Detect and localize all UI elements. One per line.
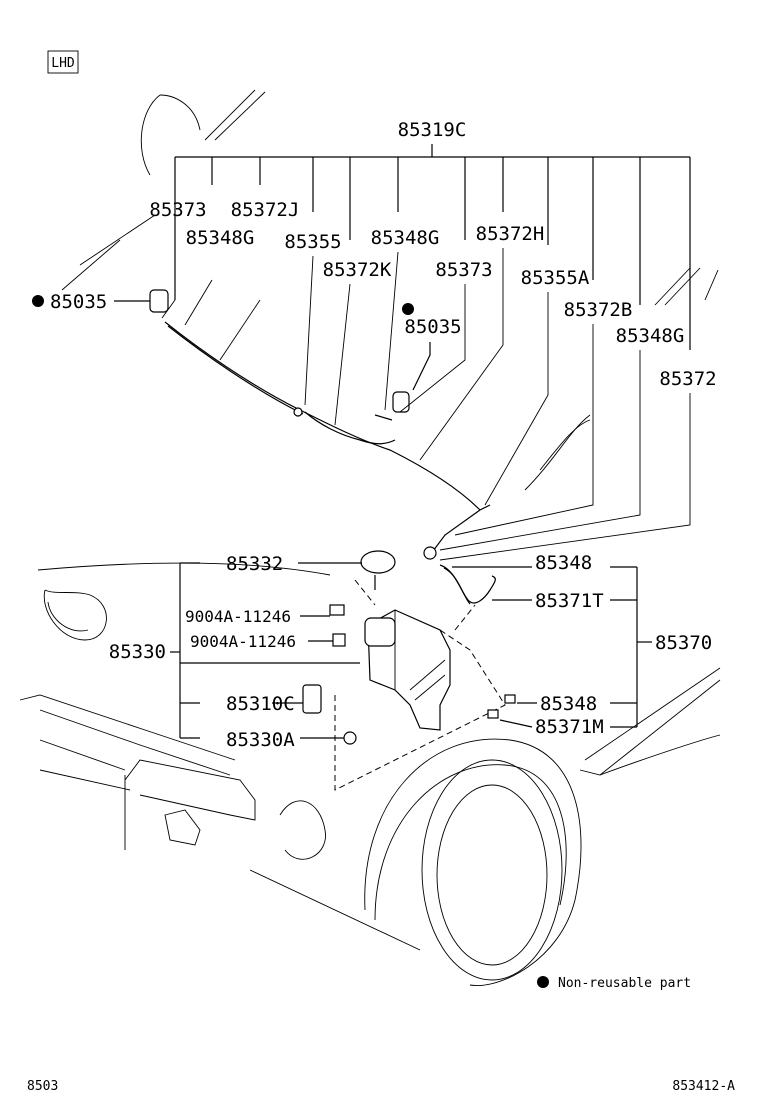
label-85355: 85355 [284, 231, 341, 253]
vehicle-outline [19, 89, 721, 986]
label-85319C: 85319C [398, 119, 467, 141]
leader-85371M [499, 719, 533, 728]
hose-connector [423, 546, 437, 560]
label-85348-a: 85348 [535, 552, 592, 574]
footer-code-right: 853412-A [672, 1079, 735, 1094]
non-reusable-marker [402, 303, 414, 315]
label-85371T: 85371T [535, 590, 604, 612]
callout-85035-a: 85035 [32, 291, 150, 313]
upper-leader-lines [161, 248, 691, 561]
label-85330A: 85330A [226, 729, 295, 751]
callout-85035-b: 85035 [402, 303, 462, 391]
label-85348G-c: 85348G [616, 325, 685, 347]
lhd-badge: LHD [47, 50, 79, 74]
label-85371M: 85371M [535, 716, 604, 738]
legend: Non-reusable part [537, 976, 691, 991]
bolt-a [329, 604, 345, 616]
label-85372: 85372 [659, 368, 716, 390]
label-85373-a: 85373 [149, 199, 206, 221]
non-reusable-marker [32, 295, 44, 307]
washer-pump [302, 684, 322, 714]
label-85355A: 85355A [521, 267, 590, 289]
legend-text: Non-reusable part [558, 976, 691, 991]
label-85372K: 85372K [323, 259, 392, 281]
label-85332: 85332 [226, 553, 283, 575]
nozzle-left [149, 289, 169, 313]
label-85372B: 85372B [564, 299, 633, 321]
label-85348G-a: 85348G [186, 227, 255, 249]
label-9004A-a: 9004A-11246 [185, 607, 291, 626]
label-85035-a: 85035 [50, 291, 107, 313]
washer-tank-assembly [302, 550, 516, 791]
label-85348G-b: 85348G [371, 227, 440, 249]
label-85372J: 85372J [231, 199, 300, 221]
grommet [343, 731, 357, 745]
label-85348-b: 85348 [540, 693, 597, 715]
tank-cap [360, 550, 396, 574]
hose-joint [293, 407, 303, 417]
callout-85330: 85330 [109, 562, 200, 739]
label-85370: 85370 [655, 632, 712, 654]
callout-85370: 85370 [610, 566, 712, 728]
label-85372H: 85372H [476, 223, 545, 245]
label-85373-b: 85373 [435, 259, 492, 281]
non-reusable-marker [537, 976, 549, 988]
nozzle-center [392, 391, 410, 413]
lhd-badge-text: LHD [51, 56, 75, 71]
label-85330: 85330 [109, 641, 166, 663]
label-85310C: 85310C [226, 693, 295, 715]
label-9004A-b: 9004A-11246 [190, 632, 296, 651]
callout-85319C: 85319C [174, 119, 691, 350]
label-85035-b: 85035 [404, 316, 461, 338]
footer-code-left: 8503 [27, 1079, 58, 1094]
bolt-b [332, 633, 346, 647]
washer-hose-assembly [149, 289, 496, 605]
